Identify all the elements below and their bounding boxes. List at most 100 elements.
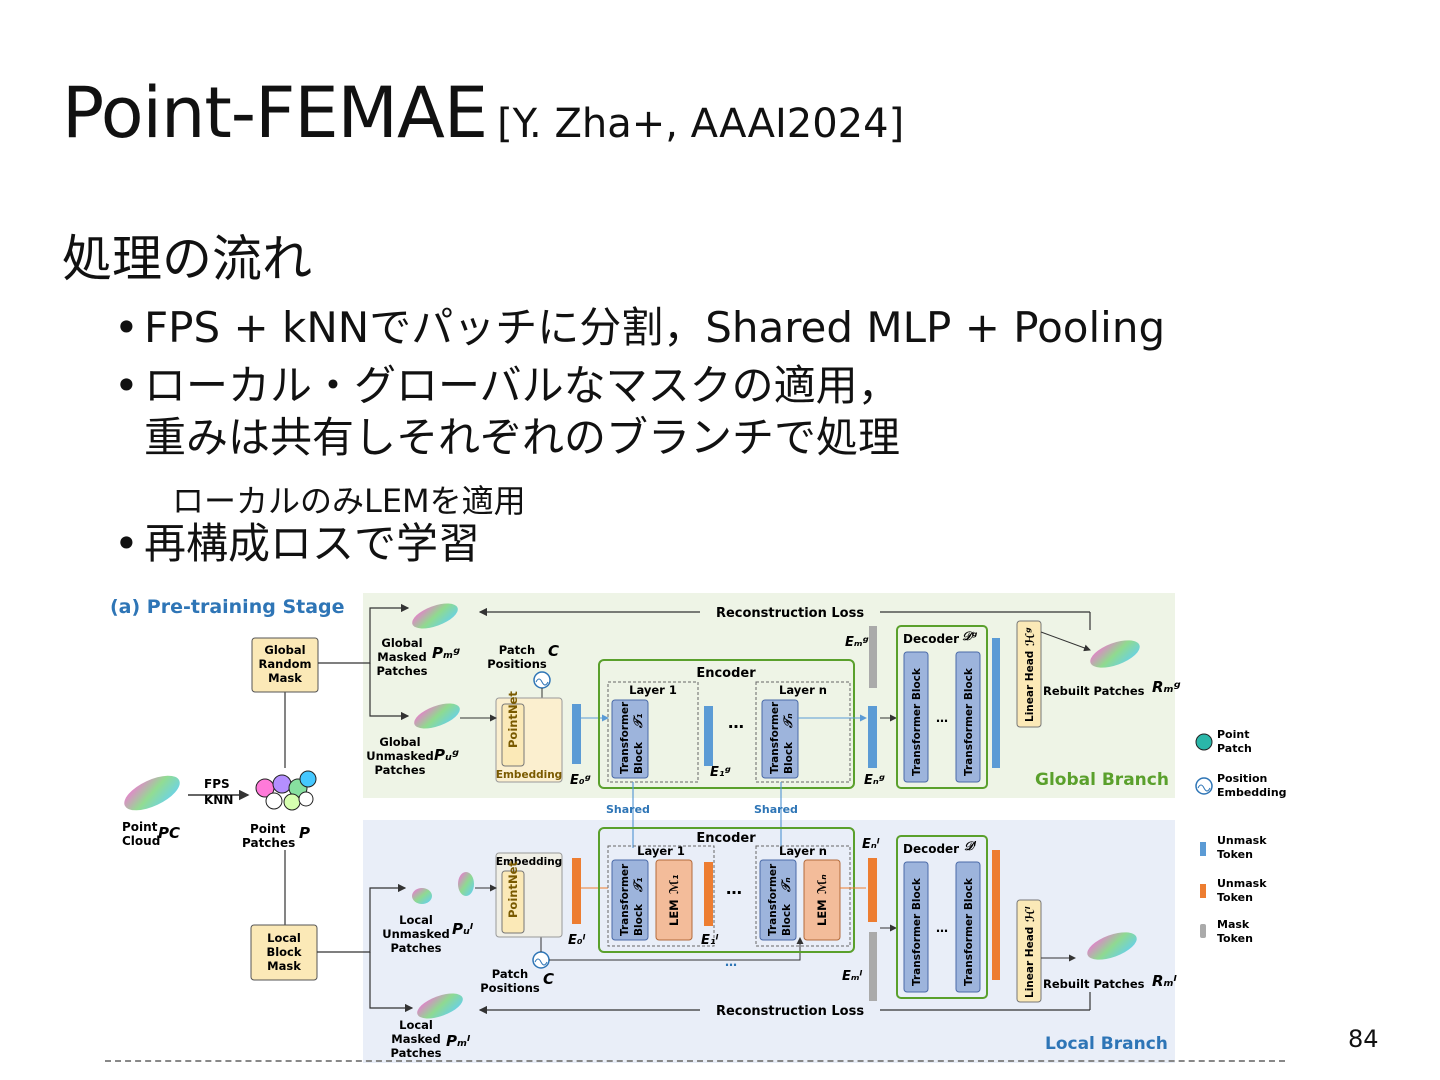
- legend-unmask-blue-icon: [1200, 842, 1206, 856]
- l-recon-loss-label: Reconstruction Loss: [716, 1004, 864, 1019]
- shared-label-1: Shared: [606, 803, 650, 816]
- rml-symbol: Rₘˡ: [1152, 972, 1178, 990]
- global-unmasked-label-1: Global: [379, 735, 420, 749]
- g-decoder-tb-1: [903, 651, 929, 783]
- l-enc-dots: …: [726, 879, 742, 898]
- legend-unmask-orange-icon: [1200, 884, 1206, 898]
- l-layer1-box: [607, 845, 715, 947]
- legend-position-embedding-icon: [1195, 777, 1213, 795]
- g-encoder-label: Encoder: [696, 666, 756, 681]
- l-dec-out-tokens: [992, 850, 1000, 980]
- g-layern-label: Layer n: [779, 683, 827, 697]
- legend-unmask-orange-1: Unmask: [1217, 877, 1267, 890]
- legend-wave: [1197, 784, 1211, 792]
- l-rebuilt-label: Rebuilt Patches: [1043, 977, 1145, 991]
- global-unmasked-label-3: Patches: [374, 763, 425, 777]
- bullet-dot: •: [114, 303, 139, 352]
- pretraining-diagram: (a) Pre-training Stage Global Branch Loc…: [110, 593, 1287, 1063]
- g-dec-dots: …: [936, 711, 948, 725]
- pul-symbol: Pᵤˡ: [452, 920, 474, 938]
- l-tb1-label-2: Block: [633, 903, 645, 936]
- g-transformer-block-n: [761, 699, 799, 779]
- g-tbn-label-2: Block: [783, 741, 795, 774]
- global-branch-label: Global Branch: [1035, 770, 1169, 790]
- l-t1-symbol: 𝒯₁: [631, 878, 645, 893]
- point-patches-label-1: Point: [250, 822, 286, 836]
- global-unmasked-label-2: Unmasked: [366, 749, 433, 763]
- g-pointnet-label: PointNet: [506, 691, 520, 748]
- local-masked-label-3: Patches: [390, 1046, 441, 1060]
- bullet-text: ローカル・グローバルなマスクの適用，: [144, 361, 900, 410]
- g-decoder-tb-2: [955, 651, 981, 783]
- g-tbn-label-1: Transformer: [769, 701, 781, 774]
- pmg-symbol: Pₘᵍ: [432, 644, 460, 662]
- bullet-text: 重みは共有しそれぞれのブランチで処理: [144, 413, 901, 462]
- l-decoder-label: Decoder: [903, 842, 959, 856]
- local-masked-cloud-icon: [417, 993, 463, 1019]
- local-unmasked-label-1: Local: [399, 913, 433, 927]
- c-symbol-global: C: [548, 642, 559, 660]
- g-e0-tokens: [572, 704, 581, 764]
- l-linear-head: [1016, 899, 1042, 1003]
- local-unmasked-label-2: Unmasked: [382, 927, 449, 941]
- e1g-symbol: E₁ᵍ: [710, 765, 731, 780]
- fps-label: FPS: [204, 777, 230, 791]
- pug-symbol: Pᵤᵍ: [434, 746, 459, 764]
- e0g-symbol: E₀ᵍ: [570, 773, 591, 788]
- e0l-symbol: E₀ˡ: [568, 933, 586, 948]
- g-dec-tb2-label: Transformer Block: [963, 667, 975, 776]
- bullet-dot: •: [114, 519, 139, 568]
- bullet-text: FPS + kNNでパッチに分割，Shared MLP + Pooling: [144, 303, 1166, 352]
- l-encoder-box: [598, 827, 855, 953]
- l-lemn-label: LEM: [815, 899, 829, 926]
- l-patch-positions-2: Positions: [480, 981, 540, 995]
- l-dec-dots: …: [936, 921, 948, 935]
- g-rebuilt-cloud-icon: [1090, 640, 1140, 668]
- g-tn-symbol: 𝒯ₙ: [781, 713, 795, 729]
- local-unmasked-label-3: Patches: [390, 941, 441, 955]
- p-symbol: P: [299, 824, 310, 842]
- legend-unmask-orange-2: Token: [1217, 891, 1253, 904]
- g-linear-head-label: Linear Head: [1024, 651, 1036, 722]
- legend-unmask-blue-2: Token: [1217, 848, 1253, 861]
- g-t1-symbol: 𝒯₁: [631, 714, 645, 729]
- l-tn-symbol: 𝒯ₙ: [779, 877, 793, 893]
- l-mn-symbol: ℳₙ: [815, 874, 829, 894]
- global-masked-label-3: Patches: [376, 664, 427, 678]
- l-lem-block-1: [655, 859, 693, 941]
- emg-symbol: Eₘᵍ: [845, 635, 869, 650]
- g-patch-positions-1: Patch: [499, 643, 535, 657]
- l-em-tokens: [869, 932, 877, 1002]
- g-layer1-box: [607, 681, 699, 783]
- dg-symbol: 𝒟ᵍ: [962, 629, 978, 643]
- g-encoder-box: [598, 659, 855, 789]
- pml-symbol: Pₘˡ: [446, 1032, 471, 1050]
- knn-label: KNN: [204, 793, 233, 807]
- g-transformer-block-1: [611, 699, 649, 779]
- c-symbol-local: C: [543, 970, 554, 988]
- citation: [Y. Zha+, AAAI2024]: [497, 101, 905, 147]
- eng-symbol: Eₙᵍ: [864, 773, 885, 788]
- l-layern-box: [755, 845, 851, 947]
- arrow-g-rebuilt: [1040, 631, 1091, 652]
- point-cloud-label-2: Cloud: [122, 834, 160, 848]
- dl-symbol: 𝒟ˡ: [964, 839, 977, 853]
- rmg-symbol: Rₘᵍ: [1152, 678, 1181, 696]
- local-mask-label-1: Local: [267, 931, 301, 945]
- l-tbn-label-2: Block: [781, 903, 793, 936]
- g-e1-tokens: [704, 706, 713, 766]
- l-rebuilt-cloud-icon: [1087, 932, 1137, 960]
- g-dec-tb1-label: Transformer Block: [911, 667, 923, 776]
- ellipsis-pos: …: [725, 955, 737, 969]
- legend-mask-2: Token: [1217, 932, 1253, 945]
- local-unmasked-cloud-icon-1: [412, 888, 432, 904]
- slide-title: Point-FEMAE[Y. Zha+, AAAI2024]: [62, 78, 904, 148]
- eml-symbol: Eₘˡ: [842, 969, 863, 984]
- local-masked-label-2: Masked: [391, 1032, 440, 1046]
- pc-symbol: PC: [158, 824, 180, 842]
- l-dec-tb1-label: Transformer Block: [911, 877, 923, 986]
- legend-mask-icon: [1200, 924, 1206, 938]
- l-decoder-tb-1: [903, 861, 929, 993]
- global-mask-label-1: Global: [264, 643, 305, 657]
- legend-point-patch-1: Point: [1217, 728, 1249, 741]
